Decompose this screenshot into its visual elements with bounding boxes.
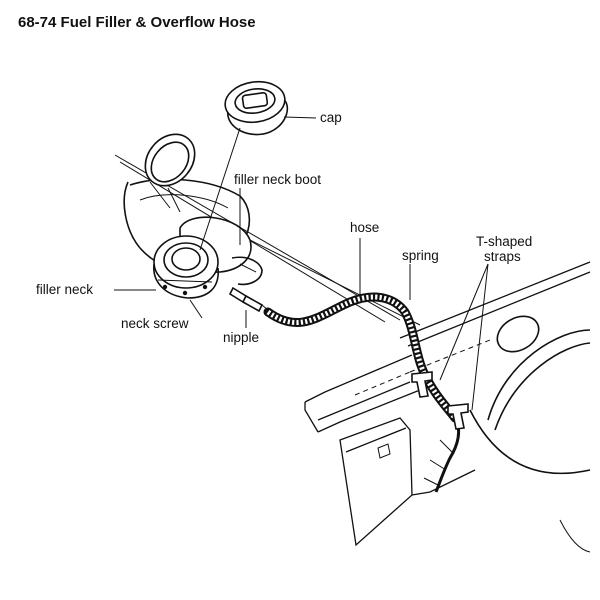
leader-lines bbox=[114, 116, 489, 411]
body-panel bbox=[399, 261, 591, 553]
t-shaped-straps bbox=[411, 371, 469, 487]
label-neck-screw: neck screw bbox=[121, 316, 189, 331]
nipple bbox=[228, 286, 269, 313]
label-hose: hose bbox=[350, 220, 379, 235]
label-straps: straps bbox=[484, 249, 521, 264]
trunk-rail bbox=[304, 339, 491, 433]
cap bbox=[224, 80, 289, 136]
label-filler-neck-boot: filler neck boot bbox=[234, 172, 321, 187]
label-filler-neck: filler neck bbox=[36, 282, 93, 297]
label-spring: spring bbox=[402, 248, 439, 263]
label-t-shaped: T-shaped bbox=[476, 234, 532, 249]
floor-panel bbox=[339, 417, 476, 547]
filler-neck bbox=[153, 235, 219, 299]
fuel-door bbox=[144, 133, 196, 213]
diagram-title: 68-74 Fuel Filler & Overflow Hose bbox=[18, 14, 256, 31]
cap-axis-line bbox=[199, 127, 241, 251]
label-cap: cap bbox=[320, 110, 342, 125]
label-nipple: nipple bbox=[223, 330, 259, 345]
